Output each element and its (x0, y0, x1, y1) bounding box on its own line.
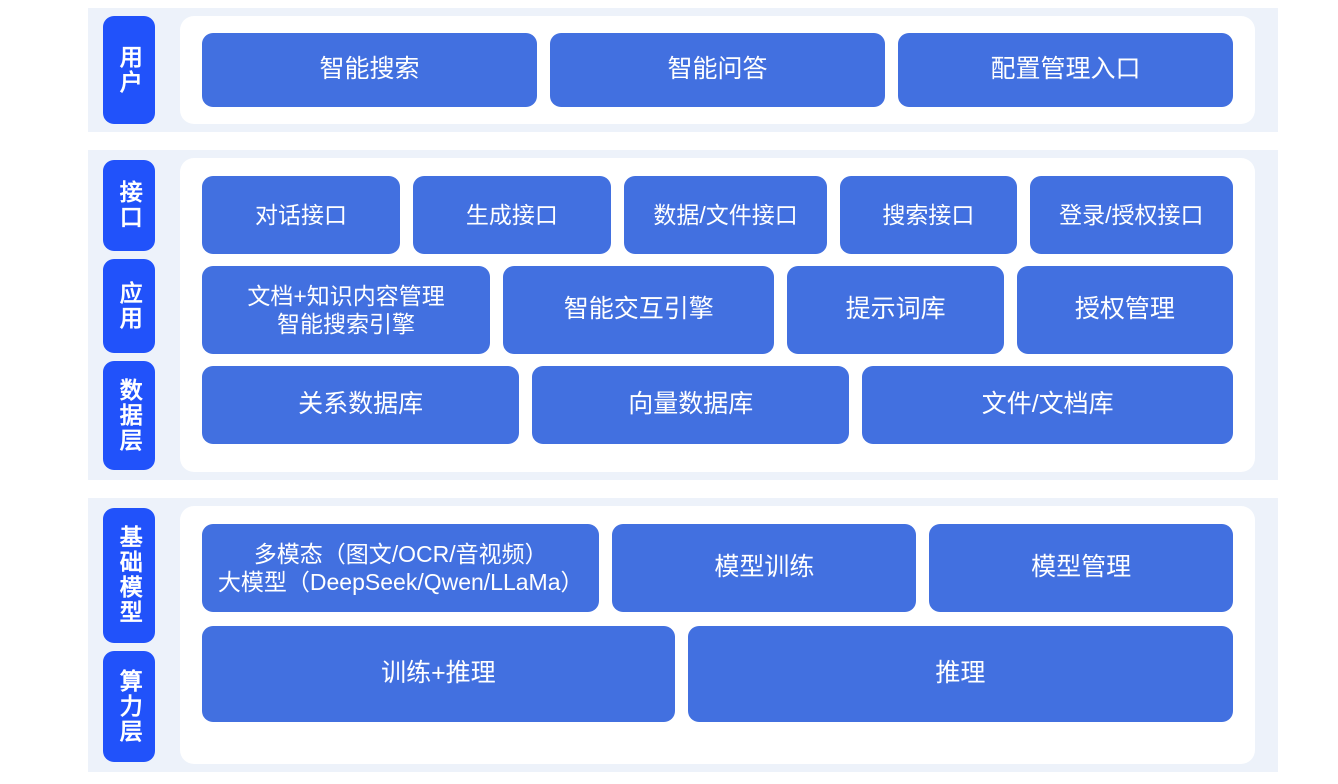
layer-label-foundation-model-text: 基础模型 (116, 525, 143, 626)
node-prompt-library[interactable]: 提示词库 (787, 266, 1004, 354)
layer-label-application[interactable]: 应用 (103, 258, 155, 354)
node-relational-database[interactable]: 关系数据库 (202, 366, 520, 444)
node-model-training[interactable]: 模型训练 (612, 524, 917, 612)
node-inference[interactable]: 推理 (687, 626, 1233, 722)
layer-label-application-text: 应用 (116, 281, 143, 332)
layer-label-rail-middle: 接口 应用 数据层 (88, 150, 163, 480)
node-smart-search[interactable]: 智能搜索 (202, 33, 537, 107)
node-authorization-management[interactable]: 授权管理 (1016, 266, 1233, 354)
node-config-management-entry[interactable]: 配置管理入口 (898, 33, 1233, 107)
layer-label-user[interactable]: 用户 (103, 16, 155, 124)
node-dialog-api[interactable]: 对话接口 (202, 176, 400, 254)
layer-label-data[interactable]: 数据层 (103, 361, 155, 471)
layer-label-data-text: 数据层 (116, 378, 143, 454)
node-search-api[interactable]: 搜索接口 (840, 176, 1017, 254)
layer-label-foundation-model[interactable]: 基础模型 (103, 508, 155, 643)
layer-label-compute-text: 算力层 (116, 668, 143, 744)
node-smart-qa[interactable]: 智能问答 (550, 33, 885, 107)
node-file-document-store[interactable]: 文件/文档库 (862, 366, 1233, 444)
node-training-inference[interactable]: 训练+推理 (202, 626, 675, 722)
node-smart-interaction-engine[interactable]: 智能交互引擎 (503, 266, 775, 354)
layer-group-user: 用户 智能搜索 智能问答 配置管理入口 (88, 8, 1278, 132)
layer-card-middle: 对话接口 生成接口 数据/文件接口 搜索接口 登录/授权接口 文档+知识内容管理… (180, 158, 1255, 472)
layer-label-interface-text: 接口 (116, 180, 143, 231)
layer-label-compute[interactable]: 算力层 (103, 650, 155, 762)
layer-label-rail-user: 用户 (88, 8, 163, 132)
row-interface: 对话接口 生成接口 数据/文件接口 搜索接口 登录/授权接口 (202, 176, 1233, 254)
layer-card-bottom: 多模态（图文/OCR/音视频） 大模型（DeepSeek/Qwen/LLaMa）… (180, 506, 1255, 764)
node-model-management[interactable]: 模型管理 (929, 524, 1233, 612)
node-vector-database[interactable]: 向量数据库 (532, 366, 850, 444)
layer-card-user: 智能搜索 智能问答 配置管理入口 (180, 16, 1255, 124)
row-compute: 训练+推理 推理 (202, 626, 1233, 722)
node-multimodal-large-model[interactable]: 多模态（图文/OCR/音视频） 大模型（DeepSeek/Qwen/LLaMa） (202, 524, 600, 612)
node-doc-knowledge-management[interactable]: 文档+知识内容管理 智能搜索引擎 (202, 266, 491, 354)
node-data-file-api[interactable]: 数据/文件接口 (623, 176, 828, 254)
row-application: 文档+知识内容管理 智能搜索引擎 智能交互引擎 提示词库 授权管理 (202, 266, 1233, 354)
layer-label-interface[interactable]: 接口 (103, 160, 155, 251)
row-data: 关系数据库 向量数据库 文件/文档库 (202, 366, 1233, 444)
node-generation-api[interactable]: 生成接口 (412, 176, 611, 254)
layer-label-user-text: 用户 (116, 45, 143, 95)
layer-group-bottom: 基础模型 算力层 多模态（图文/OCR/音视频） 大模型（DeepSeek/Qw… (88, 498, 1278, 772)
node-login-auth-api[interactable]: 登录/授权接口 (1029, 176, 1233, 254)
row-model: 多模态（图文/OCR/音视频） 大模型（DeepSeek/Qwen/LLaMa）… (202, 524, 1233, 612)
layer-group-middle: 接口 应用 数据层 对话接口 生成接口 数据/文件接口 搜索接口 登录/授权接口… (88, 150, 1278, 480)
row-user-entries: 智能搜索 智能问答 配置管理入口 (202, 33, 1233, 107)
layer-label-rail-bottom: 基础模型 算力层 (88, 498, 163, 772)
